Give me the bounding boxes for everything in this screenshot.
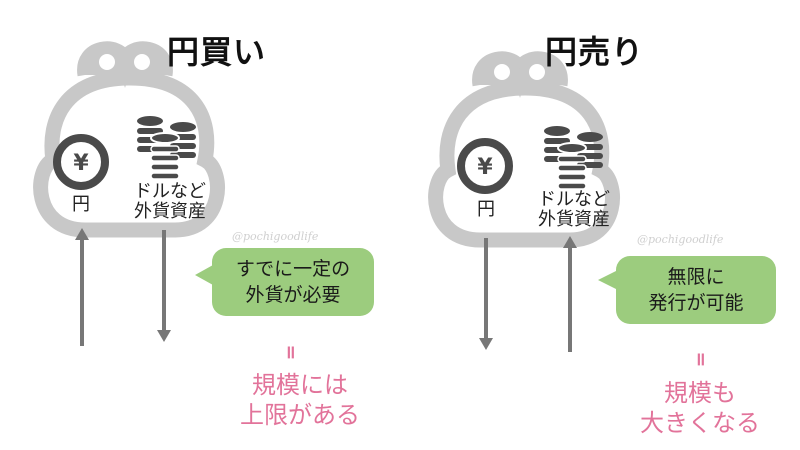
arrow-up-icon (563, 236, 577, 352)
coin-stack-icon (544, 126, 603, 190)
panel-title: 円買い (167, 33, 267, 71)
equals-sign: ॥ (694, 349, 706, 370)
svg-text:¥: ¥ (477, 155, 493, 180)
bubble-tail (598, 270, 618, 290)
yen-label: 円 (477, 199, 495, 220)
panel-yen-sell: 円売り ¥ 円 ドルなど 外貨資産 @pochigoodlife 無限に 発行が… (400, 0, 800, 450)
coin-purse-icon (428, 51, 620, 248)
coin-purse-icon (33, 41, 225, 238)
watermark: @pochigoodlife (232, 230, 319, 243)
svg-text:¥: ¥ (73, 151, 89, 176)
coin-stack-icon (137, 116, 196, 180)
arrow-up-icon (75, 228, 89, 346)
conclusion-text: 規模も 大きくなる (640, 379, 760, 437)
yen-coin-icon: ¥ (457, 138, 513, 194)
foreign-asset-label: ドルなど 外貨資産 (538, 189, 610, 230)
speech-bubble: すでに一定の 外貨が必要 (212, 248, 374, 316)
yen-label: 円 (72, 194, 90, 215)
equals-sign: ॥ (284, 342, 296, 363)
panel-title: 円売り (545, 33, 645, 71)
watermark: @pochigoodlife (637, 233, 724, 246)
foreign-asset-label: ドルなど 外貨資産 (134, 181, 206, 222)
conclusion-text: 規模には 上限がある (240, 371, 360, 429)
yen-coin-icon: ¥ (53, 134, 109, 190)
panel-yen-buy: 円買い ¥ 円 ドルなど 外貨資産 @pochigoodlife すでに一定の … (33, 33, 374, 429)
arrow-down-icon (157, 230, 171, 342)
bubble-tail (195, 265, 213, 285)
arrow-down-icon (479, 238, 493, 350)
speech-bubble: 無限に 発行が可能 (616, 256, 776, 324)
